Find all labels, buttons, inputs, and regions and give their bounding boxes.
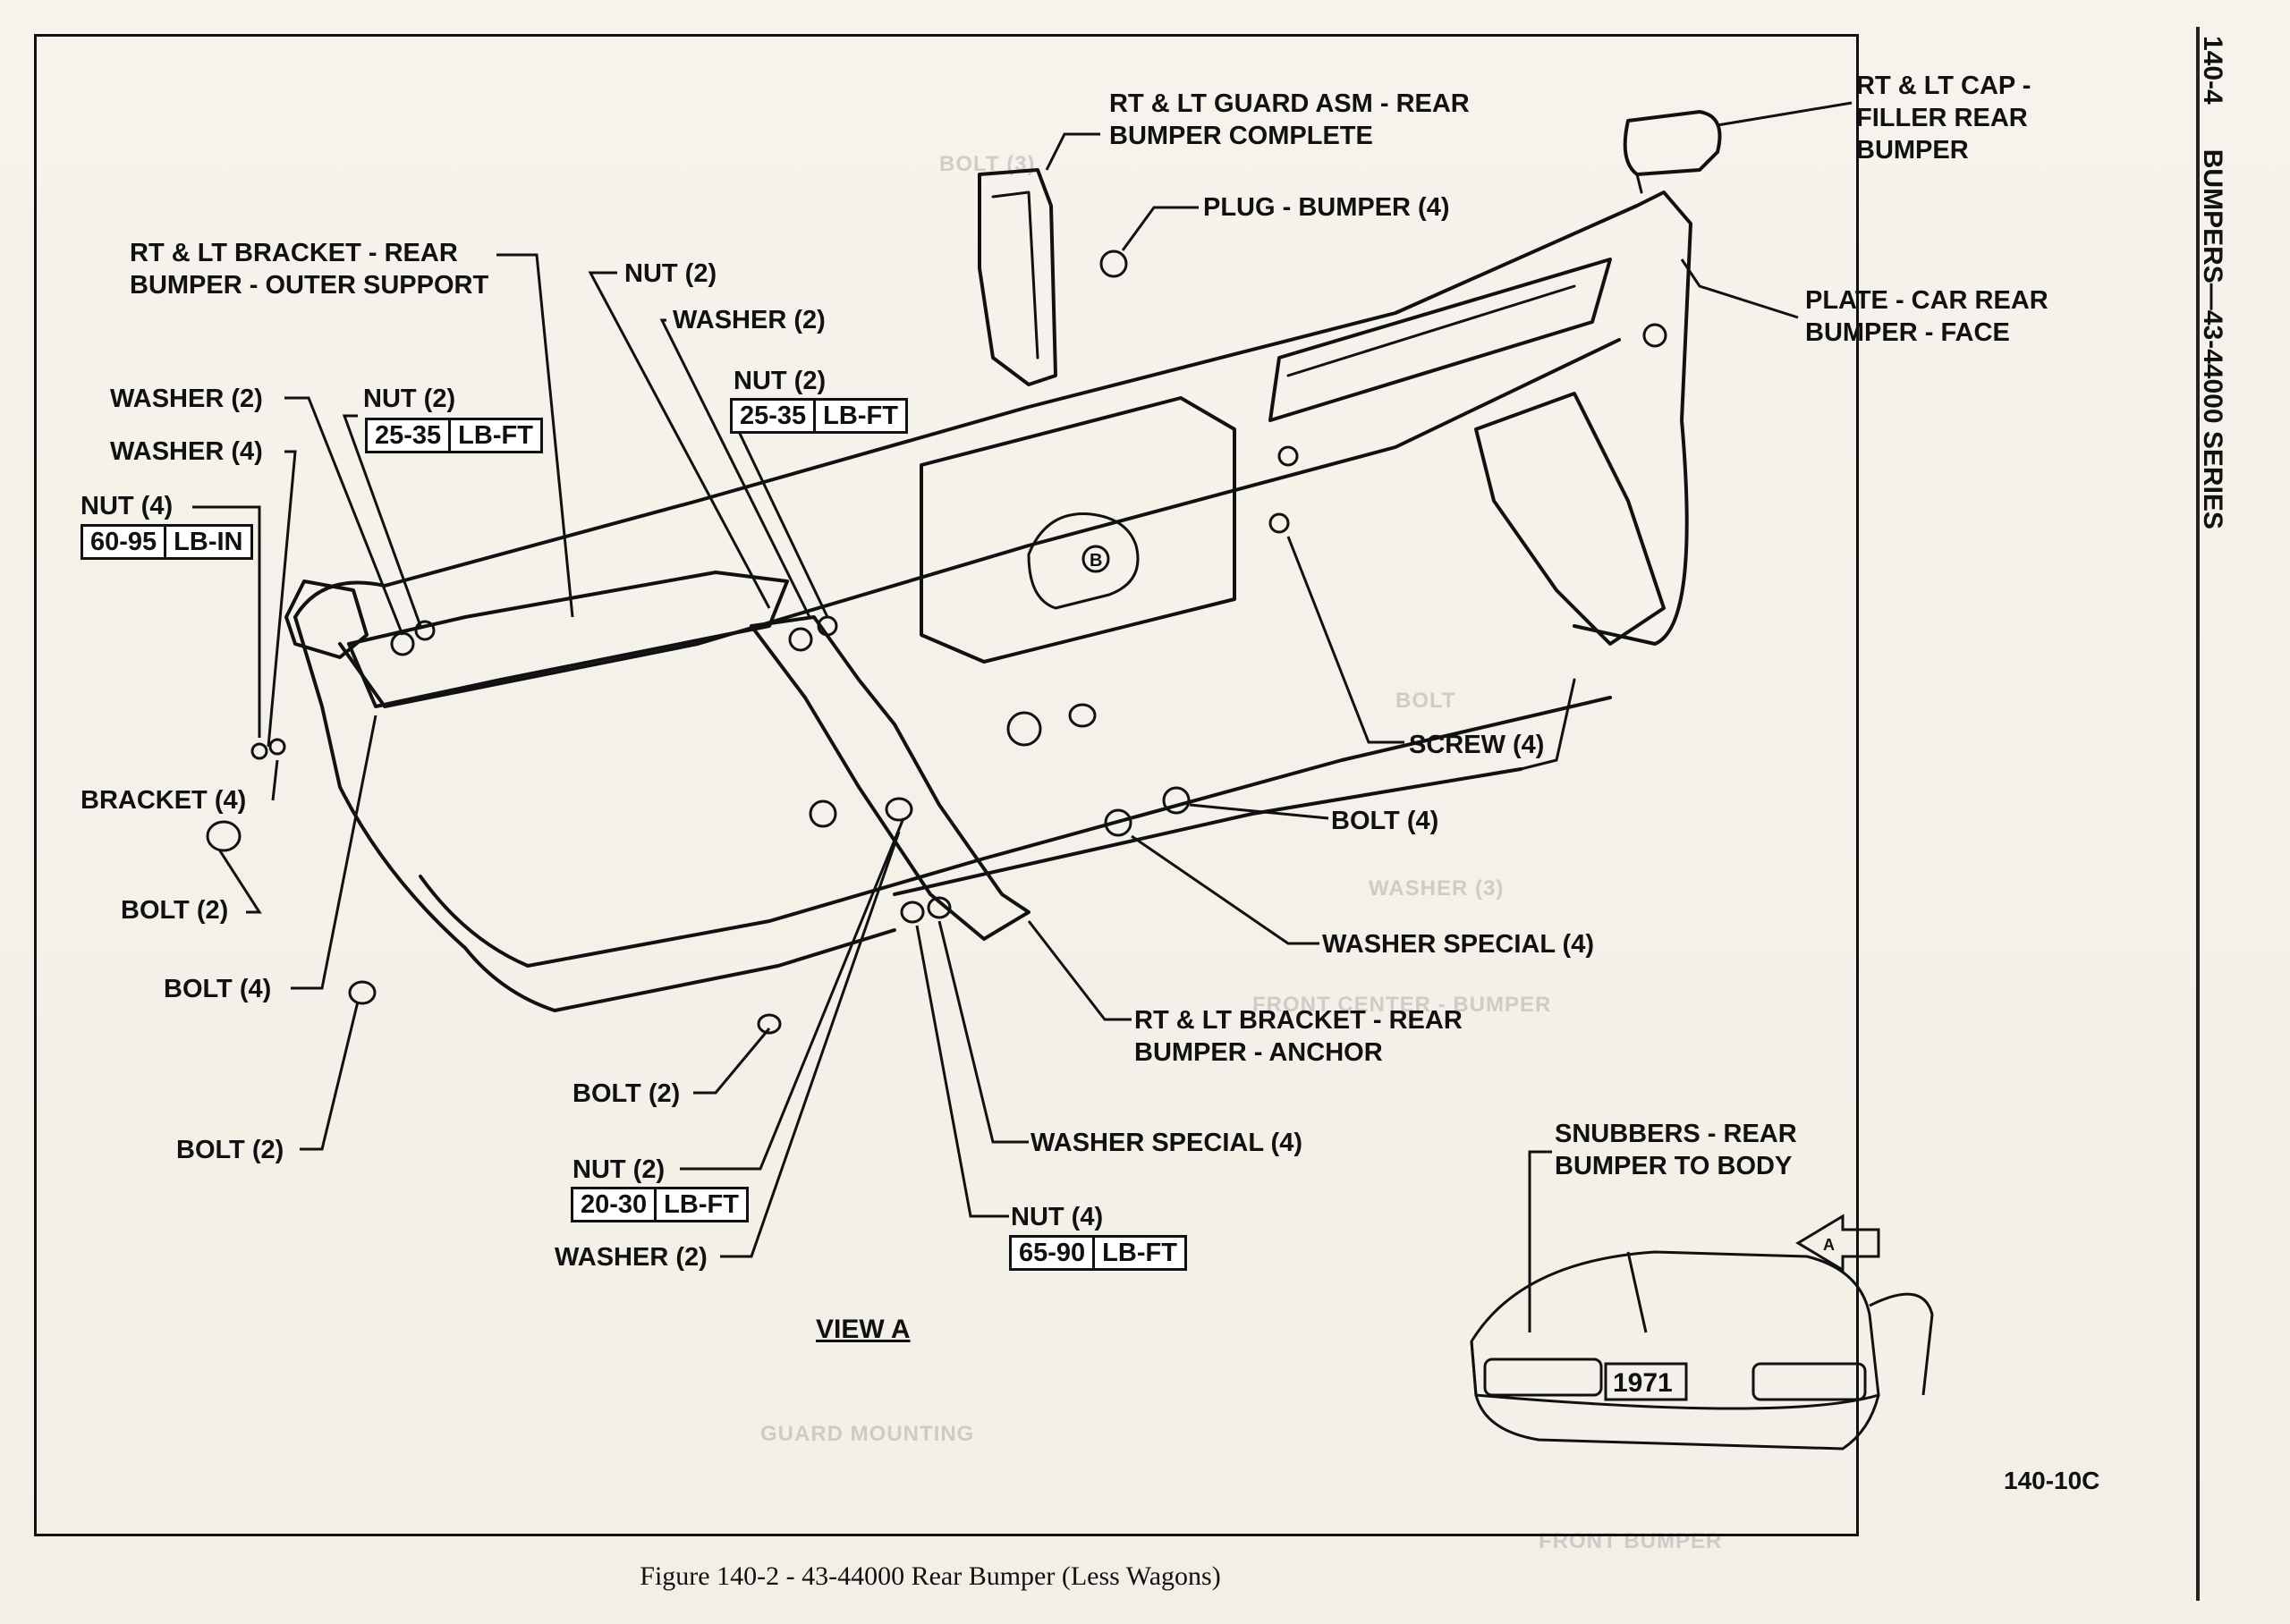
label-washer-2-left: WASHER (2): [110, 385, 263, 413]
leader-guard: [1045, 132, 1100, 171]
leader-washer-2-bottom: [720, 831, 901, 1258]
leader-bracket-outer: [496, 253, 574, 618]
leader-washer-special-bottom: [937, 920, 1029, 1144]
bumper-lower-sweep: [419, 696, 1612, 968]
outer-support-bracket: [347, 571, 789, 708]
leader-plug: [1121, 206, 1199, 251]
leader-nut-2-bottom: [680, 817, 905, 1171]
bumper-guard: [978, 168, 1057, 386]
inset-car-rear: [1470, 1250, 1934, 1451]
label-plug-bumper: PLUG - BUMPER (4): [1203, 193, 1450, 222]
label-nut-2-bottom: NUT (2): [572, 1155, 666, 1184]
leader-screw: [1286, 536, 1404, 744]
figure-id: 140-10C: [2004, 1467, 2100, 1494]
torque-spec-nut-2-bottom: 20-30 LB-FT: [571, 1187, 749, 1222]
label-washer-2-top: WASHER (2): [673, 306, 826, 334]
label-screw-4: SCREW (4): [1409, 731, 1545, 759]
detail-marker-b: B: [1090, 551, 1102, 571]
leader-washer-4: [267, 450, 297, 748]
leader-nut-left: [342, 414, 422, 627]
inset-plate-text: 1971: [1613, 1368, 1673, 1398]
leader-bracket-4: [271, 759, 279, 801]
leader-nut-4: [192, 505, 261, 738]
label-cap-filler: RT & LT CAP - FILLER REAR BUMPER: [1856, 72, 2031, 165]
leader-snubbers: [1528, 1150, 1552, 1332]
label-bolt-2-a: BOLT (2): [121, 896, 229, 925]
leader-nut-4-bottom: [915, 925, 1009, 1218]
label-bolt-4-a: BOLT (4): [164, 975, 272, 1003]
label-nut-4-left: NUT (4): [81, 492, 174, 520]
bleed-through-text: GUARD MOUNTING: [760, 1422, 975, 1446]
right-opening: [1268, 258, 1612, 422]
label-washer-4-left: WASHER (4): [110, 437, 263, 466]
label-washer-special-4-right: WASHER SPECIAL (4): [1322, 930, 1595, 959]
label-snubbers: SNUBBERS - REAR BUMPER TO BODY: [1555, 1120, 1797, 1180]
torque-spec-nut-4-bottom: 65-90 LB-FT: [1009, 1235, 1187, 1271]
header-rule: [2196, 27, 2200, 1601]
leader-anchor: [1027, 920, 1132, 1021]
leader-nut-top: [588, 271, 771, 609]
label-guard-asm: RT & LT GUARD ASM - REAR BUMPER COMPLETE: [1109, 89, 1470, 150]
label-washer-2-bottom: WASHER (2): [555, 1243, 708, 1272]
lower-rail: [893, 767, 1522, 896]
label-bracket-anchor: RT & LT BRACKET - REAR BUMPER - ANCHOR: [1134, 1006, 1463, 1067]
leader-bolt-right: [1189, 803, 1329, 820]
label-bolt-2-c: BOLT (2): [176, 1136, 284, 1164]
label-nut-4-bottom: NUT (4): [1011, 1203, 1104, 1231]
right-inner-bracket: [1474, 392, 1666, 646]
figure-caption: Figure 140-2 - 43-44000 Rear Bumper (Les…: [640, 1561, 1221, 1591]
anchor-bracket: [750, 615, 1030, 941]
figure-frame: [34, 34, 1859, 1536]
license-recess: [920, 396, 1236, 664]
leader-washer-top: [659, 318, 811, 618]
label-nut-2-left: NUT (2): [363, 385, 456, 413]
leader-bolt-2a: [217, 849, 262, 914]
leader-cap: [1717, 101, 1853, 127]
label-bolt-2-b: BOLT (2): [572, 1079, 681, 1108]
left-end-cap: [284, 579, 369, 659]
torque-spec-nut-2-mid: 25-35 LB-FT: [730, 398, 908, 434]
leader-nut-mid: [732, 414, 829, 618]
leader-plate: [1680, 258, 1799, 319]
bleed-through-text: BOLT: [1395, 689, 1456, 713]
label-plate-face: PLATE - CAR REAR BUMPER - FACE: [1805, 286, 2048, 347]
leader-washer-left: [284, 396, 404, 636]
leader-bolt-2b: [693, 1028, 771, 1095]
leader-washer-special-right: [1131, 834, 1319, 945]
label-bracket-4: BRACKET (4): [81, 786, 247, 815]
label-nut-2-mid: NUT (2): [734, 367, 827, 395]
torque-spec-nut-4-left: 60-95 LB-IN: [81, 524, 253, 560]
label-bracket-outer: RT & LT BRACKET - REAR BUMPER - OUTER SU…: [130, 239, 489, 300]
view-a-arrow: [1795, 1214, 1880, 1273]
leader-bolt-4a: [291, 715, 377, 990]
view-a-marker: A: [1823, 1236, 1835, 1254]
label-washer-special-4-bottom: WASHER SPECIAL (4): [1030, 1129, 1303, 1157]
view-a-label: VIEW A: [816, 1315, 911, 1344]
leader-bolt-2c: [300, 1001, 360, 1151]
bumper-face-lower-edge: [293, 615, 896, 1012]
torque-spec-nut-2-left: 25-35 LB-FT: [365, 418, 543, 453]
bumper-inner-sweep: [338, 338, 1621, 708]
bleed-through-text: FRONT BUMPER: [1539, 1529, 1723, 1553]
label-nut-2-top: NUT (2): [624, 259, 717, 288]
bleed-through-text: WASHER (3): [1369, 876, 1505, 901]
bleed-through-text: FRONT CENTER - BUMPER: [1252, 993, 1552, 1017]
cap-filler: [1623, 110, 1722, 176]
label-bolt-4-right: BOLT (4): [1331, 807, 1439, 835]
